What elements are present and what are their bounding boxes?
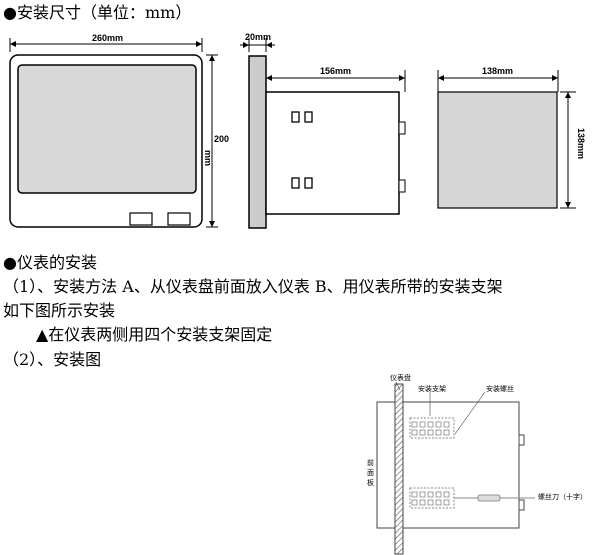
screw-label: 安装螺丝 xyxy=(486,385,514,393)
front-panel-label: 前面板 xyxy=(367,459,374,487)
install-diagram-heading: （2）、安装图 xyxy=(3,350,102,369)
installation-drawing xyxy=(376,381,535,555)
cutout-height-label: 138mm xyxy=(576,128,586,160)
section-heading-dimensions: ●安装尺寸（单位：mm） xyxy=(3,3,191,23)
installation-figure: 仪表盘 安装支架 安装螺丝 前面板 螺丝刀（十字） xyxy=(360,370,613,555)
install-method-line-2: 如下图所示安装 xyxy=(3,301,116,320)
front-height-unit: mm xyxy=(203,150,213,167)
dimension-drawing xyxy=(9,38,576,229)
install-method-line: （1）、安装方法 A、从仪表盘前面放入仪表 B、用仪表所带的安装支架 xyxy=(3,277,503,296)
bracket-label: 安装支架 xyxy=(418,385,446,393)
section-heading-installation: ●仪表的安装 xyxy=(3,253,97,273)
heading-text: 安装尺寸（单位：mm） xyxy=(16,3,192,22)
side-depth-label: 20mm xyxy=(245,32,272,42)
front-width-label: 260mm xyxy=(92,33,124,43)
side-length-label: 156mm xyxy=(320,66,352,76)
screwdriver-label: 螺丝刀（十字） xyxy=(538,493,587,501)
bracket-note: ▲在仪表两侧用四个安装支架固定 xyxy=(36,325,273,344)
front-height-label: 200 xyxy=(214,134,230,144)
heading-text: 仪表的安装 xyxy=(16,253,97,272)
dimension-figure: 260mm 200 mm 20mm 156mm 138mm 138mm xyxy=(0,0,613,240)
panel-label: 仪表盘 xyxy=(390,374,411,382)
bullet: ● xyxy=(3,3,17,22)
cutout-width-label: 138mm xyxy=(482,66,514,76)
bullet: ● xyxy=(3,253,17,272)
